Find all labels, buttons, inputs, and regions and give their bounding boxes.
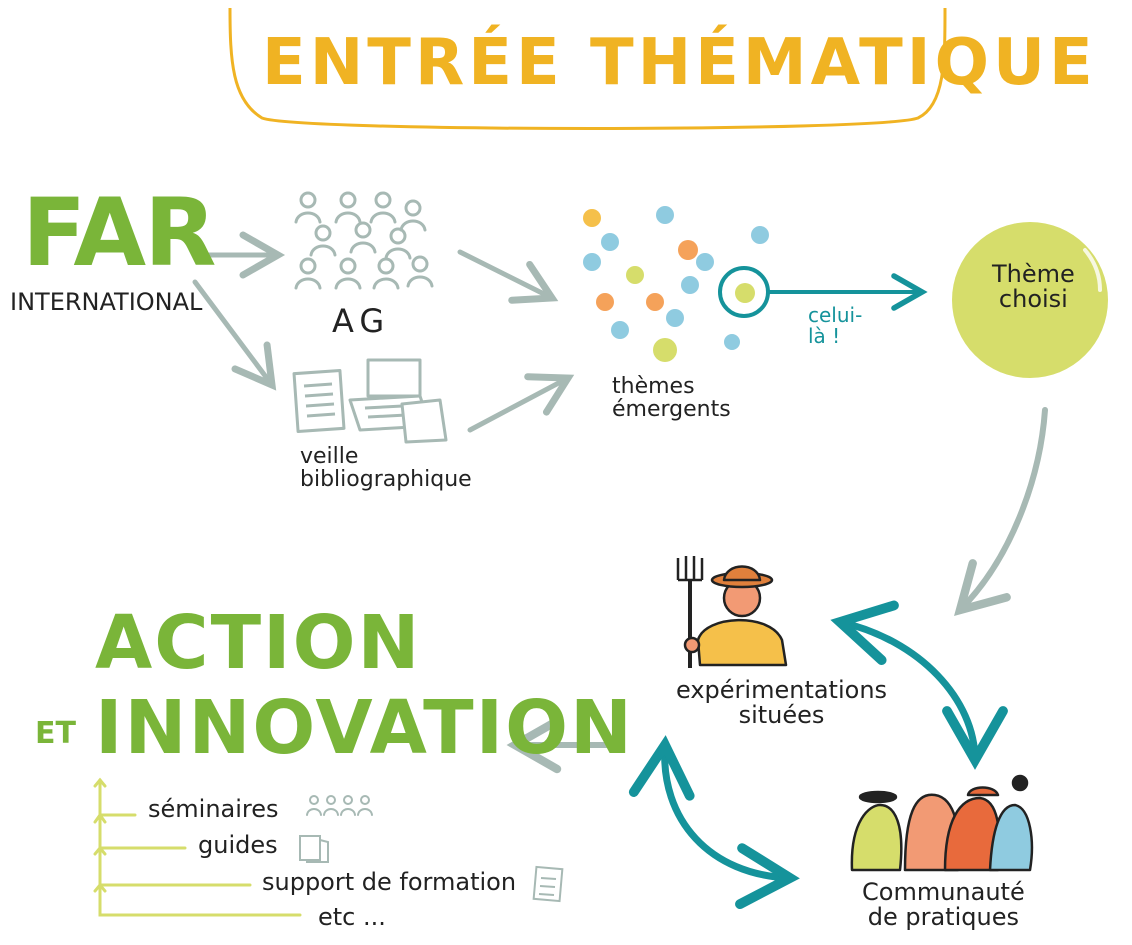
arrow-community-cycle — [628, 735, 800, 910]
outputs-tree — [93, 777, 302, 917]
label-experiments: expérimentations situées — [676, 676, 888, 730]
label-community: Communauté de pratiques — [862, 878, 1025, 932]
farmer-fork-icon — [676, 556, 788, 668]
title-frame — [228, 7, 947, 130]
document-icon — [532, 865, 564, 903]
arrow-chosen-to-experiments — [954, 407, 1048, 616]
guide-icon — [299, 835, 329, 863]
outcome-connector: ET — [35, 716, 76, 751]
outcome-innovation: INNOVATION — [95, 685, 634, 771]
output-item-support: support de formation — [262, 868, 517, 896]
theme-dots — [583, 206, 769, 362]
arrow-veille-to-themes — [467, 373, 575, 433]
label-chosen-theme: Thème choisi — [992, 260, 1075, 314]
output-item-etc: etc ... — [318, 903, 386, 931]
community-group-icon — [850, 774, 1034, 872]
label-pick: celui- là ! — [808, 303, 863, 348]
source-international: INTERNATIONAL — [10, 288, 203, 316]
chosen-theme-highlight — [1083, 248, 1102, 292]
chosen-theme-circle — [952, 222, 1108, 378]
label-ag: AG — [332, 302, 391, 340]
arrow-far-to-veille — [192, 279, 277, 391]
source-far: FAR — [22, 179, 217, 288]
arrow-experiments-community — [830, 600, 1008, 770]
page-title: ENTRÉE THÉMATIQUE — [262, 26, 1097, 100]
people-group-icon — [294, 191, 434, 290]
output-item-guides: guides — [198, 831, 278, 859]
people-small-icon — [306, 795, 373, 816]
output-item-seminaires: séminaires — [148, 795, 279, 823]
documents-laptop-icon — [292, 358, 448, 444]
outcome-action: ACTION — [95, 600, 422, 686]
label-veille: veille bibliographique — [300, 444, 472, 493]
label-emerging-themes: thèmes émergents — [612, 374, 731, 423]
arrow-ag-to-themes — [457, 249, 559, 304]
